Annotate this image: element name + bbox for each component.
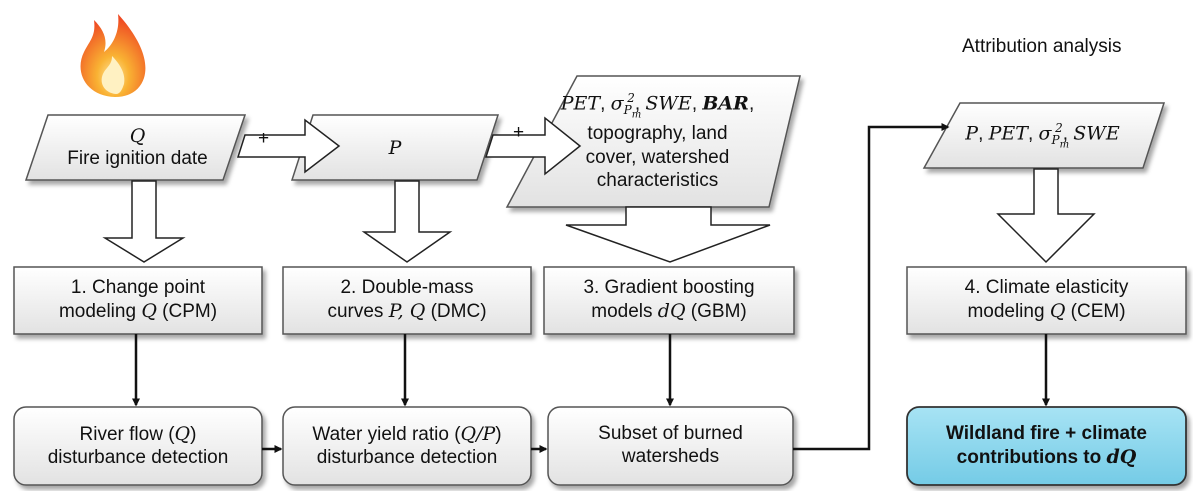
- attribution-analysis-title: Attribution analysis: [962, 36, 1122, 57]
- predictors-line-3: cover, watershed: [585, 146, 730, 168]
- output-1-line-1: River flow (Q): [79, 422, 197, 445]
- output-1-line-2: disturbance detection: [47, 446, 229, 468]
- model-3-line-2: models dQ (GBM): [591, 300, 747, 322]
- block-arrow-down-3: [565, 206, 771, 263]
- model-2-line-2: curves P, Q (DMC): [327, 300, 487, 322]
- sigma-sub-p: P: [623, 102, 632, 117]
- block-arrow-p-to-predictors: [484, 116, 582, 176]
- model-box-2: [282, 266, 532, 335]
- output-3-label: Subset of burned watersheds: [548, 407, 793, 485]
- output-3-line-2: watersheds: [621, 446, 720, 467]
- block-arrow-q-to-p: [236, 118, 341, 174]
- block-arrow-down-4: [996, 168, 1096, 264]
- input-q-fire-shape: [24, 114, 247, 181]
- input-predictors-label: PET, σPm2, SWE, BAR, topography, land co…: [530, 80, 785, 204]
- fire-icon: [80, 14, 146, 97]
- output-1-label: River flow (Q) disturbance detection: [14, 407, 262, 485]
- input-climate-label: P, PET, σPm2, SWE: [935, 108, 1150, 164]
- output-4-label: Wildland fire + climate contributions to…: [907, 407, 1186, 485]
- climate-sigma-sub-p: P: [1051, 132, 1060, 147]
- output-3-line-1: Subset of burned: [598, 423, 743, 445]
- arrow-subset-to-climate: [793, 123, 950, 451]
- sigma-sup-2: 2: [627, 90, 635, 105]
- output-box-2: [282, 406, 532, 486]
- p-variable: P: [388, 136, 402, 159]
- bar-variable: BAR: [702, 92, 749, 115]
- model-box-1: [13, 266, 263, 335]
- model-2-label: 2. Double-mass curves P, Q (DMC): [283, 267, 531, 334]
- sigma-sub-m: m: [631, 109, 642, 121]
- swe-variable: SWE: [645, 92, 692, 115]
- climate-sigma-sub-m: m: [1059, 139, 1070, 151]
- model-1-line-1: 1. Change point: [70, 277, 206, 299]
- plus-sign-2: +: [513, 122, 525, 143]
- model-1-label: 1. Change point modeling Q (CPM): [14, 267, 262, 334]
- model-box-3: [543, 266, 795, 335]
- model-box-4: [906, 266, 1187, 335]
- predictors-line-4: characteristics: [596, 170, 719, 192]
- input-climate-shape: [922, 102, 1166, 169]
- output-box-4: [906, 406, 1187, 486]
- output-4-line-2: contributions to dQ: [956, 445, 1137, 468]
- climate-swe: SWE: [1073, 122, 1120, 145]
- pet-variable: PET: [560, 92, 601, 115]
- input-p-label: P: [300, 120, 490, 176]
- climate-pet: PET: [988, 122, 1028, 145]
- input-p-shape: [290, 114, 500, 181]
- input-q-fire-label: Q Fire ignition date: [40, 120, 235, 176]
- climate-p: P: [965, 122, 979, 145]
- model-3-label: 3. Gradient boosting models dQ (GBM): [544, 267, 794, 334]
- input-predictors-shape: [505, 75, 801, 208]
- model-2-line-1: 2. Double-mass: [340, 277, 474, 299]
- model-4-line-1: 4. Climate elasticity: [964, 277, 1129, 299]
- output-2-label: Water yield ratio (Q/P) disturbance dete…: [283, 407, 531, 485]
- q-variable: Q: [129, 125, 146, 148]
- model-3-line-1: 3. Gradient boosting: [583, 277, 755, 299]
- output-box-3: [547, 406, 794, 486]
- output-2-line-1: Water yield ratio (Q/P): [312, 422, 502, 445]
- output-box-1: [13, 406, 263, 486]
- climate-sigma: σ: [1038, 122, 1052, 145]
- model-4-line-2: modeling Q (CEM): [967, 300, 1126, 322]
- fire-ignition-date-text: Fire ignition date: [67, 148, 208, 169]
- block-arrow-down-1: [102, 180, 186, 263]
- output-2-line-2: disturbance detection: [316, 446, 498, 468]
- sigma-variable: σ: [610, 92, 624, 115]
- predictors-line-2: topography, land: [587, 122, 728, 144]
- model-1-line-2: modeling Q (CPM): [58, 300, 218, 322]
- block-arrow-down-2: [361, 180, 453, 263]
- plus-sign-1: +: [258, 128, 270, 149]
- model-4-label: 4. Climate elasticity modeling Q (CEM): [907, 267, 1186, 334]
- predictors-line-1: PET, σPm2, SWE, BAR,: [560, 90, 755, 121]
- climate-sigma-sup-2: 2: [1055, 120, 1063, 135]
- climate-vars-line: P, PET, σPm2, SWE: [965, 120, 1120, 151]
- output-4-line-1: Wildland fire + climate: [946, 422, 1147, 444]
